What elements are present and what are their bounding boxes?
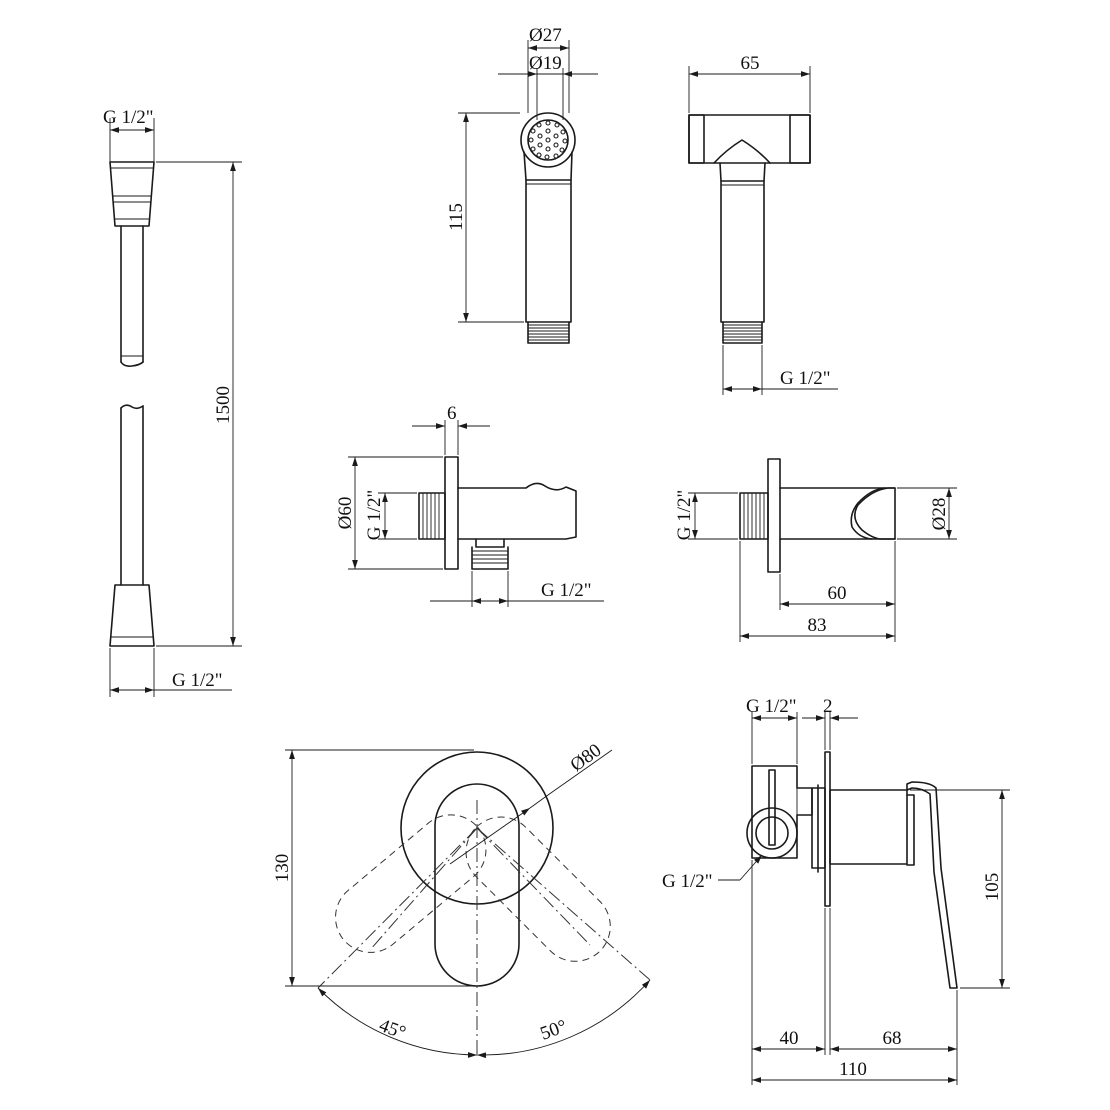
mixer-angle-left-label: 45°: [376, 1015, 408, 1044]
holder-total-length-label: 83: [808, 615, 827, 636]
hand-shower-front-view: Ø27 Ø19 115: [446, 25, 598, 344]
outlet-wall-thread-label: G 1/2": [364, 490, 385, 541]
mixer-front-view: 130 Ø80 45° 50°: [272, 740, 651, 1059]
head-diameter-inner-label: Ø19: [529, 53, 562, 74]
mixer-height-label: 130: [272, 854, 293, 883]
head-diameter-outer-label: Ø27: [529, 25, 562, 46]
outlet-flange-diameter-label: Ø60: [335, 497, 356, 530]
outlet-out-thread-label: G 1/2": [541, 580, 592, 601]
mixer-top-thread-label: G 1/2": [746, 696, 797, 717]
hose-thread-top-label: G 1/2": [103, 107, 154, 128]
mixer-rosette-diameter-label: Ø80: [567, 740, 606, 776]
holder-cradle-diameter-label: Ø28: [929, 498, 950, 531]
mixer-body-depth-label: 40: [780, 1028, 799, 1049]
head-thread-label: G 1/2": [780, 368, 831, 389]
shower-hose: G 1/2" 1500 G 1/2": [103, 107, 242, 697]
mixer-inlet-thread-label: G 1/2": [662, 871, 713, 892]
holder-wall-thread-label: G 1/2": [674, 490, 695, 541]
spray-nozzles: [528, 120, 568, 160]
hose-length-label: 1500: [213, 386, 234, 424]
wall-bracket-holder: G 1/2" Ø28 60 83: [674, 458, 957, 642]
mixer-side-view: G 1/2" 2 G 1/2" 105 40 68 110: [662, 696, 1010, 1085]
hose-thread-bottom-label: G 1/2": [172, 670, 223, 691]
outlet-depth-label: 6: [447, 403, 457, 424]
mixer-lever-length-label: 68: [883, 1028, 902, 1049]
head-width-label: 65: [741, 53, 760, 74]
head-height-label: 115: [446, 203, 467, 231]
mixer-side-height-label: 105: [982, 873, 1003, 902]
wall-outlet-holder: 6 Ø60 G 1/2" G 1/2": [335, 403, 604, 607]
mixer-rosette-gap-label: 2: [823, 696, 833, 717]
mixer-angle-right-label: 50°: [538, 1016, 570, 1045]
mixer-total-length-label: 110: [839, 1059, 867, 1080]
hand-shower-side-view: 65 G 1/2": [688, 53, 838, 395]
holder-inner-length-label: 60: [828, 583, 847, 604]
